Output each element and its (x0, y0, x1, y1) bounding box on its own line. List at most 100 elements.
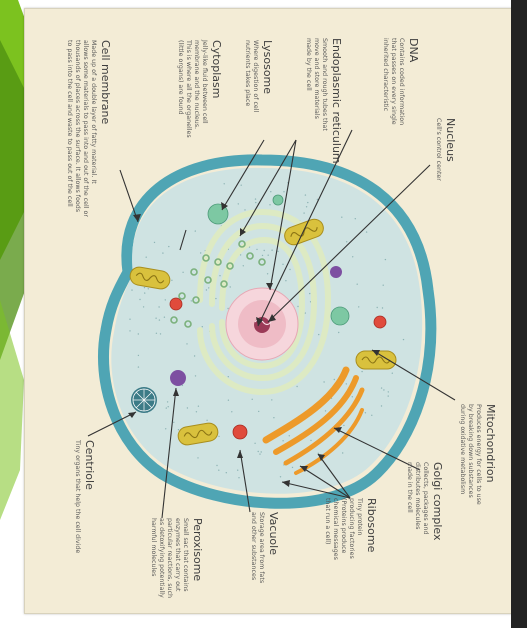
cytoplasm-granule (307, 202, 308, 203)
cytoplasm-granule (159, 319, 160, 320)
cytoplasm-granule (216, 465, 217, 466)
label-mitochondrion-line-2: by breaking down substances (467, 404, 474, 498)
cytoplasm-granule (138, 355, 139, 356)
label-ribosome-line-2: producing factories (348, 498, 355, 559)
cytoplasm-granule (269, 204, 270, 205)
cytoplasm-granule (382, 307, 383, 308)
cytoplasm-granule (258, 411, 259, 412)
cytoplasm-granule (323, 381, 324, 382)
label-centriole-line-1: Tiny organs that help the cell divide (74, 439, 81, 553)
cytoplasm-granule (195, 375, 196, 376)
cytoplasm-granule (283, 191, 284, 192)
cytoplasm-granule (268, 255, 269, 256)
label-cytoplasm-line-2: membrane and the nucleus. (193, 40, 200, 129)
label-er-title: Endoplasmic reticulum (330, 38, 343, 164)
cytoplasm-granule (346, 383, 347, 384)
cytoplasm-granule (305, 312, 306, 313)
label-cytoplasm-title: Cytoplasm (210, 40, 223, 98)
cytoplasm-granule (352, 396, 353, 397)
cytoplasm-granule (164, 317, 165, 318)
cytoplasm-granule (255, 198, 256, 199)
cytoplasm-granule (240, 254, 241, 255)
label-ribosome-line-5: that run a cell) (324, 498, 331, 545)
label-membrane-line-2: allows some materials to pass into and o… (82, 40, 89, 217)
cytoplasm-granule (144, 292, 145, 293)
cytoplasm-granule (208, 287, 209, 288)
cytoplasm-granule (186, 343, 187, 344)
cytoplasm-granule (338, 332, 339, 333)
cytoplasm-granule (318, 453, 319, 454)
cytoplasm-granule (218, 470, 219, 471)
vacuole (374, 316, 386, 328)
vacuole (170, 298, 182, 310)
label-peroxisome-line-5: harmful molecules (150, 518, 157, 576)
cytoplasm-granule (365, 412, 366, 413)
label-lysosome-line-2: nutrients takes place (244, 40, 251, 106)
cytoplasm-granule (341, 217, 342, 218)
cytoplasm-granule (129, 330, 130, 331)
cytoplasm-granule (289, 269, 290, 270)
cytoplasm-granule (310, 440, 311, 441)
cytoplasm-granule (256, 249, 257, 250)
cytoplasm-granule (309, 293, 310, 294)
cytoplasm-granule (198, 406, 199, 407)
label-lysosome: Lysosome Where digestion of cell nutrien… (244, 40, 274, 113)
cytoplasm-granule (129, 319, 130, 320)
cytoplasm-granule (306, 206, 307, 207)
label-cytoplasm-line-3: This is where all the organelles (185, 39, 192, 138)
label-er-line-1: Smooth and rough tubes that (321, 38, 328, 131)
cytoplasm-granule (346, 241, 347, 242)
label-membrane: Cell membrane Made up of a double layer … (66, 40, 112, 217)
label-peroxisome-title: Peroxisome (191, 518, 204, 581)
cytoplasm-granule (258, 451, 259, 452)
cytoplasm-granule (271, 399, 272, 400)
peroxisome (170, 370, 186, 386)
cytoplasm-granule (241, 185, 242, 186)
centriole (131, 387, 157, 413)
label-peroxisome: Peroxisome Small sac that contains enzym… (150, 518, 204, 598)
cytoplasm-granule (385, 259, 386, 260)
cytoplasm-granule (215, 298, 216, 299)
cytoplasm-granule (165, 299, 166, 300)
cytoplasm-granule (352, 256, 353, 257)
label-dna-line-2: that passes on every single (390, 38, 397, 125)
label-dna-line-1: Contains coded information (398, 38, 405, 125)
label-dna-title: DNA (407, 38, 420, 63)
cytoplasm-granule (197, 457, 198, 458)
cytoplasm-granule (200, 252, 201, 253)
label-centriole: Centriole Tiny organs that help the cell… (74, 439, 96, 553)
vacuole (233, 425, 247, 439)
label-mitochondrion-title: Mitochondrion (484, 404, 497, 483)
cytoplasm-granule (255, 202, 256, 203)
label-mitochondrion: Mitochondrion Produces energy for cells … (459, 404, 497, 505)
cytoplasm-granule (195, 230, 196, 231)
cytoplasm-granule (238, 203, 239, 204)
cytoplasm-granule (361, 371, 362, 372)
label-golgi-line-3: made in the cell (406, 462, 413, 513)
cytoplasm-granule (160, 333, 161, 334)
cytoplasm-granule (162, 252, 163, 253)
cytoplasm-granule (383, 285, 384, 286)
label-membrane-line-3: thousands of places across the surface. … (74, 40, 81, 212)
cytoplasm-granule (168, 246, 169, 247)
label-membrane-line-1: Made up of a double layer of fatty mater… (90, 40, 97, 184)
label-membrane-line-4: to pass into the cell and waste to pass … (66, 40, 73, 207)
cytoplasm-granule (194, 355, 195, 356)
cytoplasm-granule (262, 255, 263, 256)
label-cytoplasm-line-1: Jelly-like fluid between cell (201, 39, 208, 124)
cytoplasm-granule (259, 453, 260, 454)
cytoplasm-granule (243, 265, 244, 266)
cytoplasm-granule (165, 428, 166, 429)
cytoplasm-granule (296, 386, 297, 387)
cytoplasm-granule (388, 391, 389, 392)
cytoplasm-granule (271, 250, 272, 251)
cytoplasm-granule (226, 472, 227, 473)
label-lysosome-line-1: Where digestion of cell (252, 40, 259, 113)
label-er-line-3: made by the cell (305, 38, 312, 91)
cytoplasm-granule (285, 280, 286, 281)
label-vacuole-title: Vacuole (267, 512, 280, 555)
label-golgi: Golgi complex Collects, packages and dis… (406, 462, 444, 541)
cytoplasm-granule (171, 280, 172, 281)
label-er-line-2: move and store materials (313, 38, 320, 119)
cytoplasm-granule (228, 376, 229, 377)
